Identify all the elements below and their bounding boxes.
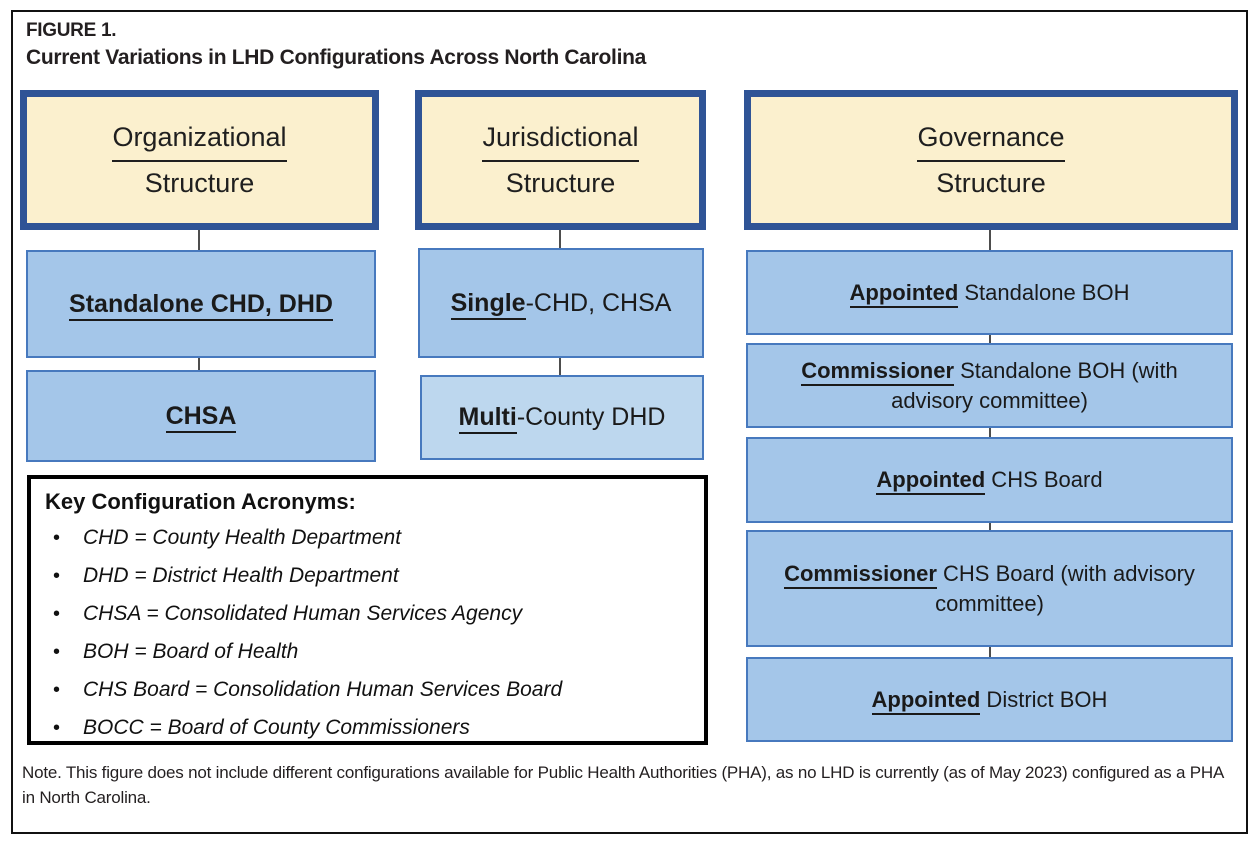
- header-organizational-structure: Organizational Structure: [20, 90, 379, 230]
- box-text-lead: CHSA: [165, 401, 237, 433]
- acronym-item-dhd: DHD = District Health Department: [45, 557, 690, 595]
- header-organizational-rest: Structure: [144, 167, 255, 198]
- header-governance-underlined-word: Governance: [917, 116, 1065, 162]
- header-governance-rest: Structure: [936, 167, 1046, 198]
- acronym-item-boh: BOH = Board of Health: [45, 633, 690, 671]
- box-appointed-chs-board: Appointed CHS Board: [746, 437, 1233, 523]
- box-text-rest: Standalone BOH: [958, 279, 1130, 305]
- box-text-rest: CHS Board (with advisory committee): [935, 560, 1195, 616]
- acronym-key-box: Key Configuration Acronyms: CHD = County…: [27, 475, 708, 747]
- header-jurisdictional-structure: Jurisdictional Structure: [415, 90, 706, 230]
- box-commissioner-standalone-boh: Commissioner Standalone BOH (with adviso…: [746, 343, 1233, 428]
- box-text-lead: Multi: [458, 403, 517, 434]
- acronym-key-title: Key Configuration Acronyms:: [45, 489, 356, 514]
- box-text-rest: District BOH: [980, 686, 1108, 712]
- header-jurisdictional-underlined-word: Jurisdictional: [482, 116, 639, 162]
- box-text-lead: Commissioner: [801, 357, 955, 386]
- box-text-rest: -CHD, CHSA: [525, 288, 672, 317]
- acronym-item-chd: CHD = County Health Department: [45, 519, 690, 557]
- header-jurisdictional-rest: Structure: [505, 167, 616, 198]
- acronym-item-chsa: CHSA = Consolidated Human Services Agenc…: [45, 595, 690, 633]
- box-text-lead: Commissioner: [784, 560, 937, 589]
- acronym-key-list: CHD = County Health Department DHD = Dis…: [45, 519, 690, 747]
- box-text-lead: Appointed: [876, 467, 986, 495]
- connector-line: [198, 230, 200, 250]
- figure-title-block: FIGURE 1. Current Variations in LHD Conf…: [26, 18, 646, 71]
- box-standalone-chd-dhd: Standalone CHD, DHD: [26, 250, 376, 358]
- acronym-item-chs-board: CHS Board = Consolidation Human Services…: [45, 671, 690, 709]
- box-text-rest: Standalone BOH (with advisory committee): [891, 357, 1178, 413]
- box-text-lead: Standalone CHD, DHD: [69, 289, 333, 321]
- box-single-chd-chsa: Single-CHD, CHSA: [418, 248, 704, 358]
- box-text-rest: CHS Board: [985, 467, 1103, 492]
- header-governance-structure: Governance Structure: [744, 90, 1238, 230]
- box-text-lead: Appointed: [871, 686, 981, 715]
- header-organizational-underlined-word: Organizational: [112, 116, 287, 162]
- box-appointed-standalone-boh: Appointed Standalone BOH: [746, 250, 1233, 335]
- box-text-rest: -County DHD: [516, 403, 666, 431]
- box-text-lead: Appointed: [849, 279, 959, 308]
- connector-line: [559, 230, 561, 248]
- connector-line: [989, 523, 991, 530]
- connector-line: [198, 358, 200, 370]
- figure-label: FIGURE 1.: [26, 20, 117, 41]
- box-multi-county-dhd: Multi-County DHD: [420, 375, 704, 460]
- box-chsa: CHSA: [26, 370, 376, 462]
- connector-line: [559, 358, 561, 375]
- connector-line: [989, 230, 991, 250]
- box-commissioner-chs-board: Commissioner CHS Board (with advisory co…: [746, 530, 1233, 647]
- connector-line: [989, 428, 991, 437]
- box-appointed-district-boh: Appointed District BOH: [746, 657, 1233, 742]
- acronym-item-bocc: BOCC = Board of County Commissioners: [45, 709, 690, 747]
- connector-line: [989, 335, 991, 343]
- figure-note: Note. This figure does not include diffe…: [22, 763, 1224, 807]
- connector-line: [989, 647, 991, 657]
- figure-title: Current Variations in LHD Configurations…: [26, 46, 647, 69]
- box-text-lead: Single: [450, 288, 526, 320]
